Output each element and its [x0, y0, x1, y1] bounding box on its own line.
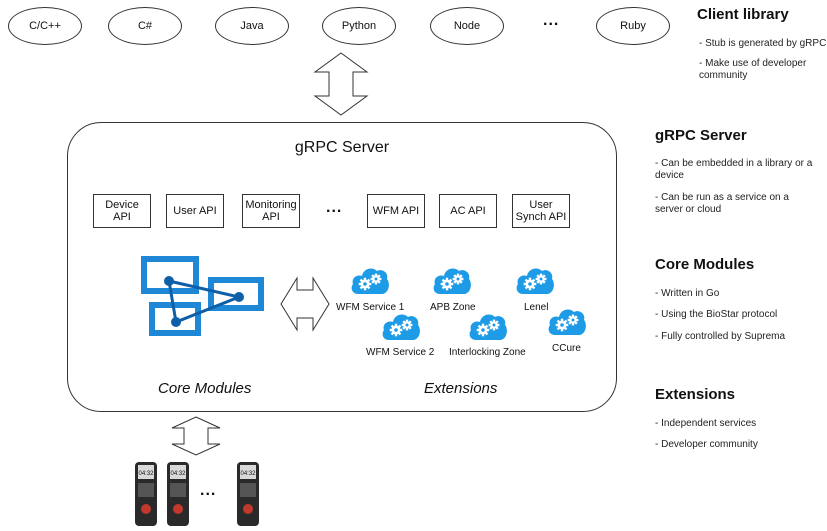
device-icon-3: 04:32: [237, 462, 259, 526]
core-extension-arrow: [280, 276, 330, 332]
server-title: gRPC Server: [294, 139, 390, 156]
device-ellipsis: ...: [200, 482, 217, 499]
client-lib-cpp: C/C++: [8, 7, 82, 45]
sidebar-client-item: - Make use of developer community: [699, 58, 807, 81]
sidebar-extensions-item: - Developer community: [655, 439, 758, 450]
sidebar-extensions-item: - Independent services: [655, 418, 757, 429]
device-icon-1: 04:32: [135, 462, 157, 526]
extension-cloud-interlocking: [469, 314, 507, 340]
sidebar-client-item: - Stub is generated by gRPC: [699, 38, 827, 49]
api-ellipsis: ...: [326, 199, 343, 216]
sidebar-core-item: - Fully controlled by Suprema: [655, 331, 786, 342]
extension-label-wfm2: WFM Service 2: [366, 347, 435, 358]
extension-label-apb: APB Zone: [430, 302, 476, 313]
sidebar-extensions-heading: Extensions: [655, 386, 736, 403]
sidebar-core-item: - Using the BioStar protocol: [655, 309, 778, 320]
sidebar-client-heading: Client library: [697, 6, 789, 23]
client-lib-python: Python: [322, 7, 396, 45]
client-lib-ruby: Ruby: [596, 7, 670, 45]
core-modules-label: Core Modules: [158, 380, 252, 397]
extension-label-wfm1: WFM Service 1: [336, 302, 405, 313]
extension-label-interlocking: Interlocking Zone: [449, 347, 526, 358]
extension-label-ccure: CCure: [552, 343, 581, 354]
client-lib-csharp: C#: [108, 7, 182, 45]
extensions-label: Extensions: [424, 380, 498, 397]
api-device: Device API: [93, 194, 151, 228]
extension-cloud-apb: [433, 268, 471, 294]
svg-text:04:32: 04:32: [170, 471, 186, 477]
api-user: User API: [166, 194, 224, 228]
extension-cloud-wfm2: [382, 314, 420, 340]
client-lib-ellipsis: ...: [543, 12, 560, 29]
api-wfm: WFM API: [367, 194, 425, 228]
svg-text:04:32: 04:32: [240, 471, 256, 477]
api-user-synch: User Synch API: [512, 194, 570, 228]
sidebar-core-heading: Core Modules: [655, 256, 755, 273]
device-icon-2: 04:32: [167, 462, 189, 526]
extension-label-lenel: Lenel: [524, 302, 549, 313]
api-monitoring: Monitoring API: [242, 194, 300, 228]
extension-cloud-lenel: [516, 268, 554, 294]
client-lib-node: Node: [430, 7, 504, 45]
client-lib-java: Java: [215, 7, 289, 45]
extension-cloud-ccure: [548, 309, 586, 335]
server-device-arrow: [171, 416, 221, 456]
sidebar-server-heading: gRPC Server: [655, 127, 747, 144]
sidebar-core-item: - Written in Go: [655, 288, 720, 299]
grpc-server-box: gRPC Server Device API User API Monitori…: [67, 122, 617, 412]
extension-cloud-wfm1: [351, 268, 389, 294]
client-server-arrow: [313, 52, 369, 116]
sidebar-server-item: - Can be run as a service on a server or…: [655, 192, 789, 215]
sidebar-server-item: - Can be embedded in a library or a devi…: [655, 158, 813, 181]
core-modules-icon: [141, 256, 264, 336]
api-ac: AC API: [439, 194, 497, 228]
svg-text:04:32: 04:32: [138, 471, 154, 477]
